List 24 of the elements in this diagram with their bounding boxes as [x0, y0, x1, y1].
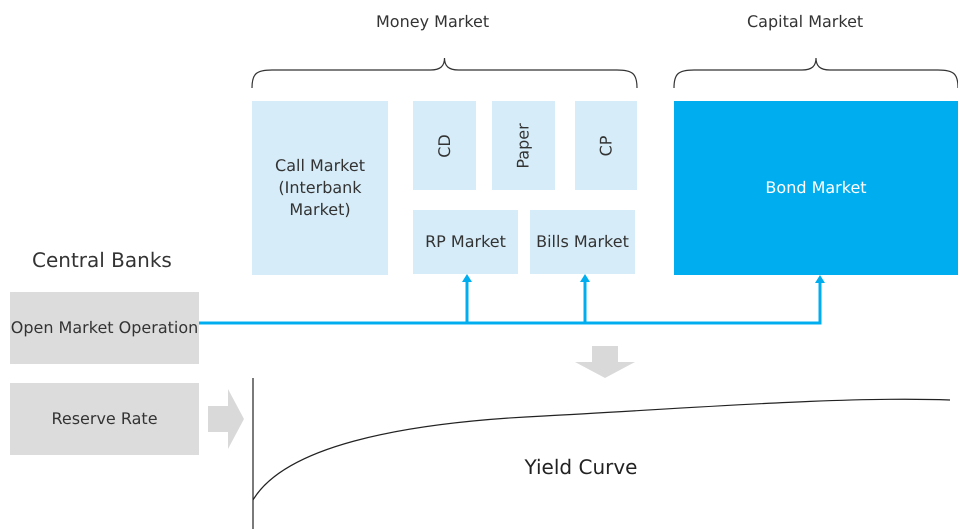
box-label: Open Market Operation	[10, 317, 198, 339]
group-label: Central Banks	[32, 248, 172, 272]
box-label: Bills Market	[536, 231, 629, 253]
box-label: Paper	[512, 122, 534, 168]
box-label: Bond Market	[765, 177, 867, 199]
box-label: CD	[434, 134, 454, 158]
market-box	[530, 210, 635, 274]
box-label: Call Market (Interbank Market)	[274, 155, 366, 221]
market-box	[252, 101, 388, 275]
group-label: Money Market	[376, 12, 490, 31]
policy-box	[10, 383, 199, 455]
arrow	[575, 346, 635, 378]
group-label: Capital Market	[747, 12, 864, 31]
box-label: Reserve Rate	[51, 408, 158, 430]
market-box	[413, 210, 518, 274]
market-box	[413, 101, 476, 190]
arrow	[208, 389, 244, 449]
market-box	[492, 101, 555, 190]
box-label: CP	[595, 135, 616, 156]
box-label: RP Market	[425, 231, 506, 253]
market-box	[674, 101, 958, 275]
chart-label: Yield Curve	[524, 456, 638, 478]
policy-box	[10, 292, 199, 364]
market-box	[575, 101, 637, 190]
